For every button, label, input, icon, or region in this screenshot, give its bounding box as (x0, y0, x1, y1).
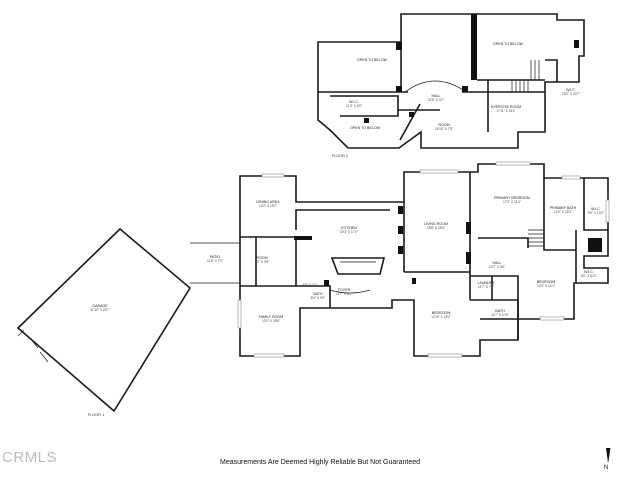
bedroom-2-name: BEDROOM (537, 280, 556, 284)
stairwell-wall (471, 14, 477, 80)
primary-bedroom-dim: 17'2" X 21'4" (503, 200, 521, 204)
wic-closet-block (588, 238, 602, 252)
hall-2-name: HALL (432, 94, 441, 98)
hall-2-dim: 21'5" X 4'7" (428, 98, 444, 102)
open-to-below-label-3: OPEN TO BELOW (350, 126, 381, 130)
patio-dim: 11'8" X 7'9" (207, 259, 223, 263)
living-room-name: LIVING ROOM (424, 222, 448, 226)
wic-1a-name: W.I.C. (591, 207, 601, 211)
dining-area-name: DINING AREA (256, 200, 280, 204)
bath-1-dim: 8'4" X 5'0" (311, 296, 325, 300)
north-arrow-icon (606, 447, 611, 463)
kitchen-dim: 20'3" X 17'0" (340, 230, 358, 234)
wic-1b-name: W.I.C. (584, 270, 594, 274)
garage-name: GARAGE (92, 304, 108, 308)
wic-2b-dim: 13'0" X 20'7" (562, 92, 580, 96)
primary-bedroom-name: PRIMARY BEDROOM (494, 196, 530, 200)
floor-2-label: FLOOR 2 (332, 154, 348, 158)
exercise-room-dim: 17'11" X 15'1" (496, 109, 516, 113)
exercise-room-name: EXERCISE ROOM (491, 105, 521, 109)
room-2-name: ROOM (438, 123, 449, 127)
room-1-dim: 9'0" X 9'8" (255, 260, 269, 264)
dining-area-dim: 13'2" X 15'7" (259, 204, 277, 208)
wic-1a-dim: 9'0" X 13'3" (588, 211, 604, 215)
foyer-name: FOYER (338, 288, 351, 292)
garage-dim: 41'10" X 23'7" (90, 308, 110, 312)
bedroom-2-dim: 13'3" X 14'1" (537, 284, 555, 288)
floor-2-plan (317, 13, 585, 149)
kitchen-name: KITCHEN (341, 226, 357, 230)
laundry-name: LAUNDRY (477, 281, 495, 285)
bath-2-name: BATH (495, 309, 505, 313)
wic-2a-name: W.I.C. (349, 100, 359, 104)
primary-bath-dim: 12'9" X 18'3" (554, 210, 572, 214)
watermark-logo: CRMLS (2, 449, 58, 466)
bath-1-name: BATH (313, 292, 323, 296)
floor-1-label: FLOOR 1 (88, 413, 104, 417)
wic-2b-name: W.I.C. (566, 88, 576, 92)
bedroom-1-name: BEDROOM (432, 311, 451, 315)
family-room-dim: 13'2" X 18'8" (262, 319, 280, 323)
north-label: N (604, 465, 609, 471)
garage-outline (16, 227, 192, 413)
laundry-dim: 12'7" X 7'1" (478, 285, 494, 289)
hall-1-dim: 10'7" X 3'6" (489, 265, 505, 269)
floor-1-plan (16, 161, 610, 413)
family-room-name: FAMILY ROOM (259, 315, 284, 319)
kitchen-counter-block (294, 236, 312, 240)
room-1-name: ROOM (256, 256, 267, 260)
primary-bath-name: PRIMARY BATH (550, 206, 577, 210)
open-to-below-label-1: OPEN TO BELOW (357, 58, 388, 62)
living-room-dim: 18'8" X 25'6" (427, 226, 445, 230)
disclaimer-note: Measurements Are Deemed Highly Reliable … (220, 459, 420, 466)
bath-2-dim: 11'7" X 10'0" (491, 313, 509, 317)
patio-name: PATIO (210, 255, 220, 259)
wic-2a-dim: 11'3" X 4'9" (346, 104, 362, 108)
room-2-dim: 16'10" X 7'5" (435, 127, 453, 131)
small-hall-dim: 4'0" X 2'1" (303, 283, 317, 287)
wic-1b-dim: 5'0" X 6'11" (581, 274, 597, 278)
open-to-below-label-2: OPEN TO BELOW (493, 42, 524, 46)
bedroom-1-dim: 12'10" X 18'2" (431, 315, 451, 319)
foyer-dim: 11'7" X 8'1" (336, 292, 352, 296)
hall-1-name: HALL (493, 261, 502, 265)
